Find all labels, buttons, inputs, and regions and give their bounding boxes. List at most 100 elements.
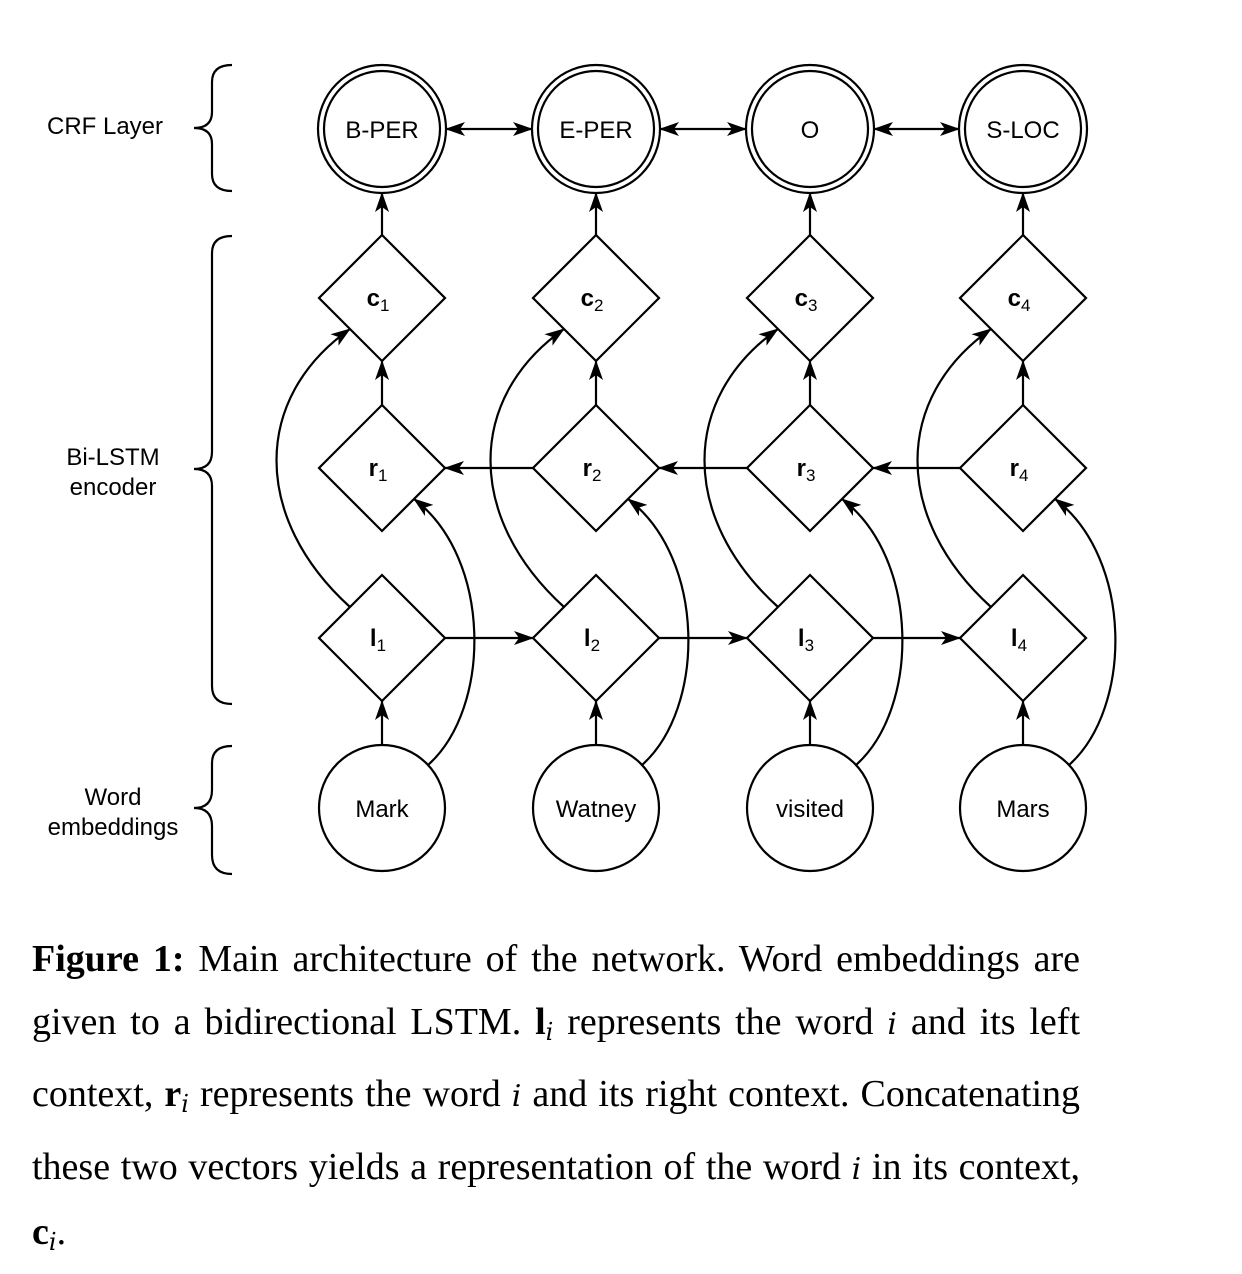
c-node-3: c3 [745,233,875,363]
l-node-1-shape [317,573,447,703]
crf-tag-label: E-PER [559,117,632,144]
crf-tag-inner-ring [536,69,656,189]
c-node-1-shape [317,233,447,363]
caption-l-symbol: l [535,1000,546,1043]
l-node-1-label: l1 [370,625,386,655]
r-node-4: r4 [958,403,1088,533]
arrow-l4-to-c4 [916,328,992,608]
caption-c-index: i [48,1228,57,1256]
caption-label: Figure 1: [32,938,185,980]
caption-text-5: and its right context. Concatenating the… [32,1073,1080,1188]
c-node-2-symbol: c [581,285,594,312]
figure-caption: Figure 1: Main architecture of the netwo… [32,928,1080,1274]
l-node-1: l1 [317,573,447,703]
crf-tag-node-3: O [744,63,876,195]
nodes-group: B-PERc1r1l1MarkE-PERc2r2l2WatneyOc3r3l3v… [316,63,1089,873]
crf-tag-inner-ring [750,69,870,189]
c-node-2-label: c2 [581,285,604,315]
caption-text-4: represents the word [188,1073,512,1115]
word-node-circle [531,743,661,873]
c-node-3-symbol: c [795,285,808,312]
embeddings-label-line2: embeddings [48,814,179,841]
r-node-1: r1 [317,403,447,533]
c-node-1-subscript: 1 [380,296,389,315]
c-node-1-symbol: c [367,285,380,312]
r-node-1-subscript: 1 [378,466,387,485]
l-node-4: l4 [958,573,1088,703]
arrow-word4-to-r4 [1054,498,1117,766]
crf-tag-node-4: S-LOC [957,63,1089,195]
r-node-3-label: r3 [797,455,816,485]
r-node-2-label: r2 [583,455,602,485]
l-node-4-symbol: l [1011,625,1018,652]
word-label: visited [776,796,844,823]
r-node-3: r3 [745,403,875,533]
word-label: Mars [996,796,1049,823]
crf-tag-inner-ring [963,69,1083,189]
c-node-2-shape [531,233,661,363]
caption-text-6: in its context, [861,1145,1081,1188]
c-node-4-subscript: 4 [1021,296,1030,315]
c-node-4-symbol: c [1008,285,1021,312]
crf-tag-label: O [801,117,820,144]
l-node-2-symbol: l [584,625,591,652]
caption-index-3: i [851,1151,862,1187]
r-node-2: r2 [531,403,661,533]
caption-index-2: i [511,1079,522,1114]
caption-text-3: and its left context, [32,1000,1081,1116]
l-node-4-label: l4 [1011,625,1027,655]
word-node-3: visited [745,743,875,873]
word-node-circle [317,743,447,873]
embeddings-label-line1: Word [85,784,142,811]
word-node-4: Mars [958,743,1088,873]
crf-tag-inner-ring [322,69,442,189]
l-node-1-symbol: l [370,625,377,652]
r-node-3-symbol: r [797,455,806,482]
arrow-l1-to-c1 [275,328,351,608]
l-node-3-label: l3 [798,625,814,655]
c-node-4-label: c4 [1008,285,1031,315]
l-node-2-subscript: 2 [591,636,600,655]
r-node-3-subscript: 3 [806,466,815,485]
l-node-4-subscript: 4 [1018,636,1027,655]
word-node-2: Watney [531,743,661,873]
r-node-4-shape [958,403,1088,533]
crf-tag-label: S-LOC [986,117,1059,144]
c-node-3-subscript: 3 [808,296,817,315]
l-node-1-subscript: 1 [377,636,386,655]
caption-r-index: i [181,1090,189,1118]
r-node-2-shape [531,403,661,533]
edges-group [275,122,1117,766]
caption-c-symbol: c [32,1211,49,1253]
crf-tag-node-1: B-PER [316,63,448,195]
r-node-1-symbol: r [369,455,378,482]
l-node-2-shape [531,573,661,703]
c-node-4: c4 [958,233,1088,363]
r-node-4-label: r4 [1010,455,1029,485]
r-node-4-symbol: r [1010,455,1019,482]
r-node-1-label: r1 [369,455,388,485]
word-label: Watney [556,796,636,823]
bilstm-label-line1: Bi-LSTM [66,444,159,471]
crf-tag-label: B-PER [345,117,418,144]
l-node-2-label: l2 [584,625,600,655]
l-node-3-shape [745,573,875,703]
l-node-2: l2 [531,573,661,703]
caption-index-1: i [887,1006,897,1042]
c-node-3-shape [745,233,875,363]
r-node-3-shape [745,403,875,533]
word-label: Mark [355,796,409,823]
caption-text-1: Main architecture of the network. Word e… [32,938,1081,1043]
caption-l-index: i [545,1017,554,1046]
caption-text-2: represents the word [553,1000,888,1043]
r-node-2-subscript: 2 [592,466,601,485]
r-node-2-symbol: r [583,455,592,482]
crf-tag-node-2: E-PER [530,63,662,195]
r-node-1-shape [317,403,447,533]
caption-r-symbol: r [164,1073,182,1115]
arrow-l3-to-c3 [703,328,779,608]
l-node-4-shape [958,573,1088,703]
c-node-2: c2 [531,233,661,363]
caption-end: . [56,1211,67,1253]
bilstm-label-line2: encoder [70,474,157,501]
